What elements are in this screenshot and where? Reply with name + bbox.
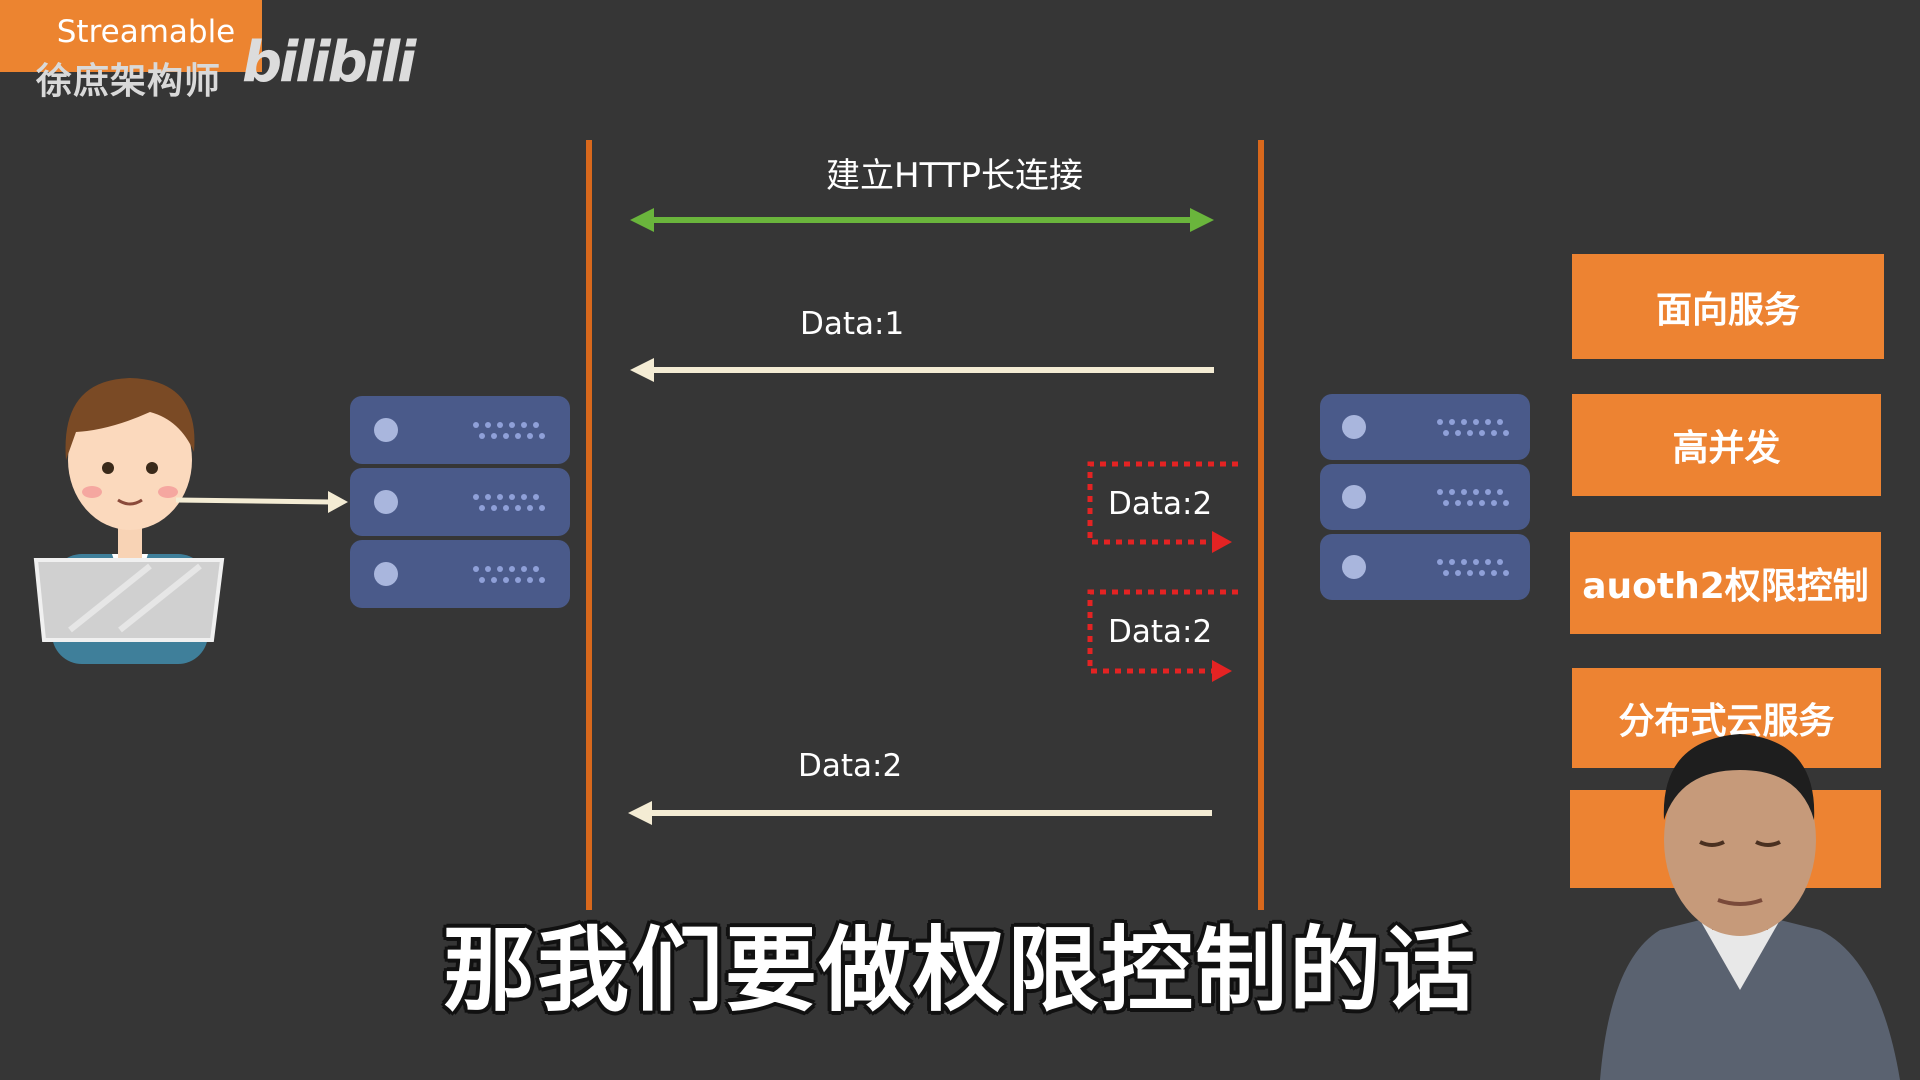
data2-dashed-arrowhead-2	[1212, 660, 1232, 682]
service-box-hidden	[1570, 790, 1881, 888]
data2-dashed-box-2	[1087, 589, 1238, 674]
service-box-oauth2: auoth2权限控制	[1570, 532, 1881, 634]
bilibili-logo: bilibili	[242, 30, 416, 95]
data2-return-arrowhead	[628, 801, 652, 825]
client-request-arrowhead	[328, 491, 348, 513]
service-box-distributed-cloud: 分布式云服务	[1572, 668, 1881, 768]
data1-arrowhead	[630, 358, 654, 382]
watermark-badge	[0, 0, 262, 72]
service-box-high-concurrency: 高并发	[1572, 394, 1881, 496]
laptop-icon	[33, 558, 225, 642]
client-request-arrow	[175, 497, 331, 505]
left-server-stack	[350, 396, 570, 608]
message-label-data2-return: Data:2	[798, 748, 903, 784]
watermark-platform: Streamable	[56, 14, 236, 50]
message-label-data1: Data:1	[800, 306, 905, 342]
data2-dashed-box-1	[1087, 461, 1238, 545]
data2-dashed-arrowhead-1	[1212, 531, 1232, 553]
long-connection-left-head	[630, 208, 654, 232]
message-label-data2-second: Data:2	[1108, 614, 1213, 650]
right-server-stack	[1320, 394, 1530, 600]
long-connection-right-head	[1190, 208, 1214, 232]
connection-label: 建立HTTP长连接	[826, 156, 1084, 196]
watermark-author: 徐庶架构师	[36, 61, 222, 102]
service-box-soa: 面向服务	[1572, 254, 1884, 359]
video-subtitle: 那我们要做权限控制的话	[442, 917, 1477, 1024]
message-label-data2-first: Data:2	[1108, 486, 1213, 522]
